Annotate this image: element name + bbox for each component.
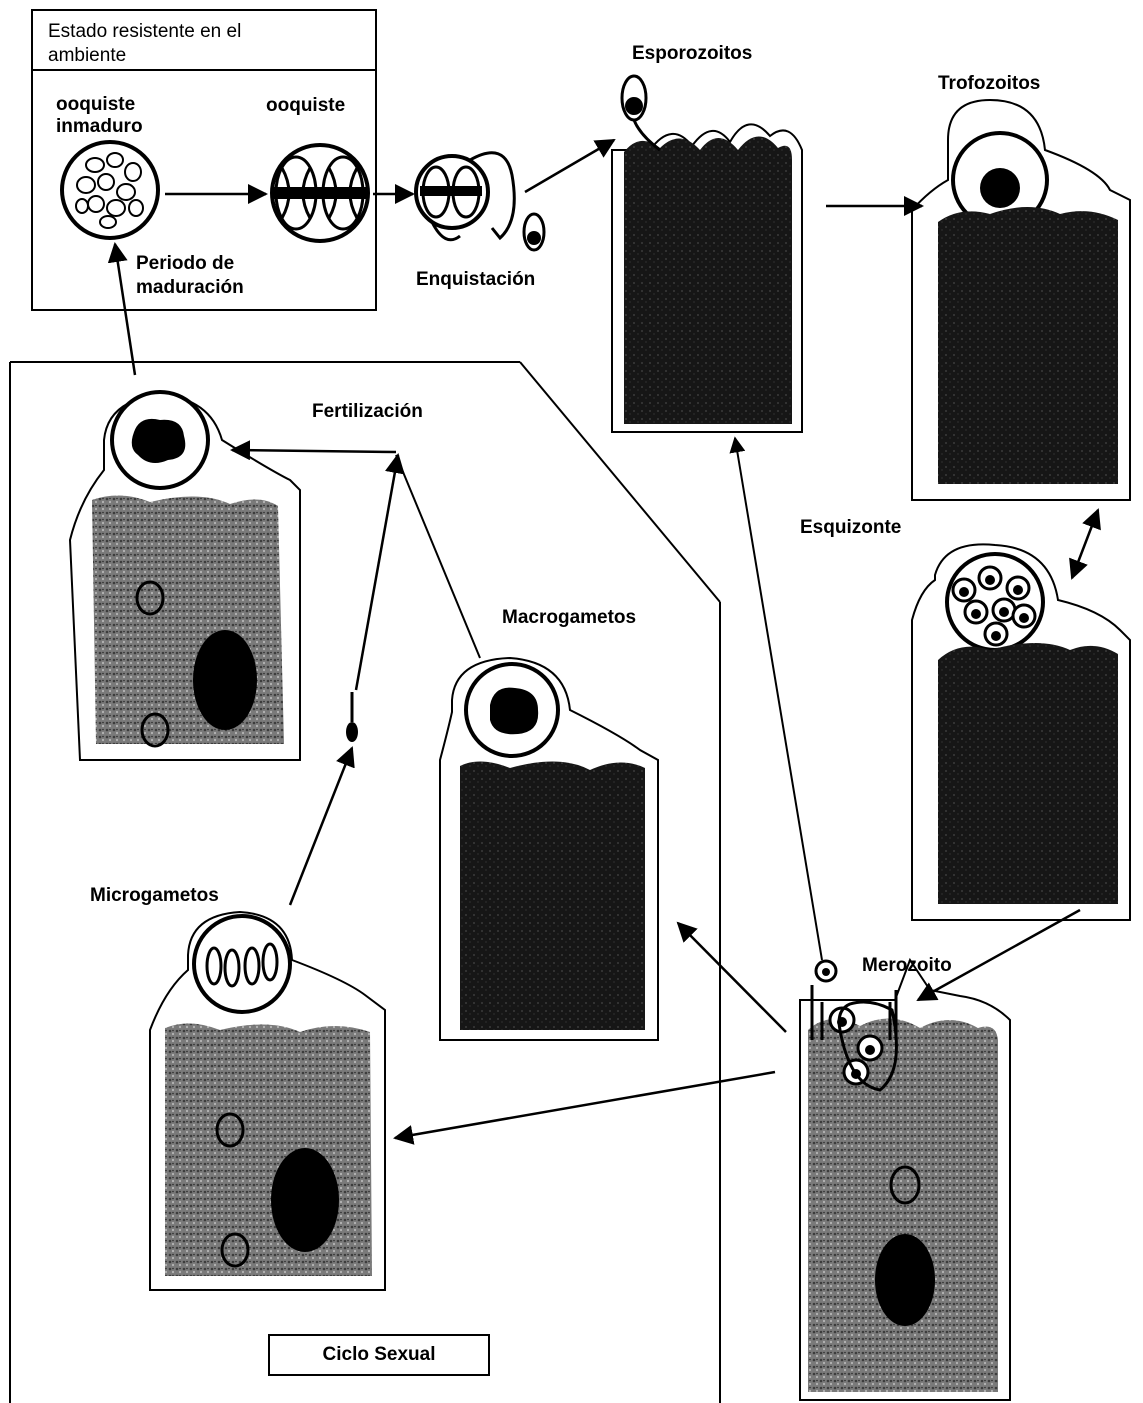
- maturation-period-label: Periodo de maduración: [136, 252, 286, 300]
- mature-oocyst-icon: [272, 145, 368, 241]
- schizont-label: Esquizonte: [800, 516, 901, 539]
- oocyst-label: ooquiste: [266, 94, 345, 117]
- merozoite-label: Merozoito: [862, 954, 952, 977]
- merozoite-cell: [800, 960, 1010, 1400]
- microgamete-icon: [346, 692, 358, 742]
- immature-oocyst-label: ooquiste inmaduro: [56, 94, 166, 138]
- fertilization-label: Fertilización: [312, 400, 423, 423]
- environment-box-title: Estado resistente en el ambiente: [48, 20, 288, 68]
- trophozoite-cell: [912, 100, 1130, 500]
- sporozoite-icon: [622, 76, 660, 150]
- microgametes-label: Microgametos: [90, 884, 219, 907]
- microgamete-cell: [150, 912, 385, 1290]
- schizont-cell: [912, 544, 1130, 920]
- sporozoite-cell: [612, 124, 802, 432]
- excystation-label: Enquistación: [416, 268, 535, 291]
- macrogametes-label: Macrogametos: [502, 606, 636, 629]
- immature-oocyst-icon: [62, 142, 158, 238]
- excysting-oocyst-icon: [416, 153, 544, 250]
- fertilized-cell: [70, 392, 300, 760]
- sexual-cycle-label: Ciclo Sexual: [268, 1334, 490, 1376]
- trophozoites-label: Trofozoitos: [938, 72, 1040, 95]
- sporozoites-label: Esporozoitos: [632, 42, 752, 65]
- macrogamete-cell: [440, 658, 658, 1040]
